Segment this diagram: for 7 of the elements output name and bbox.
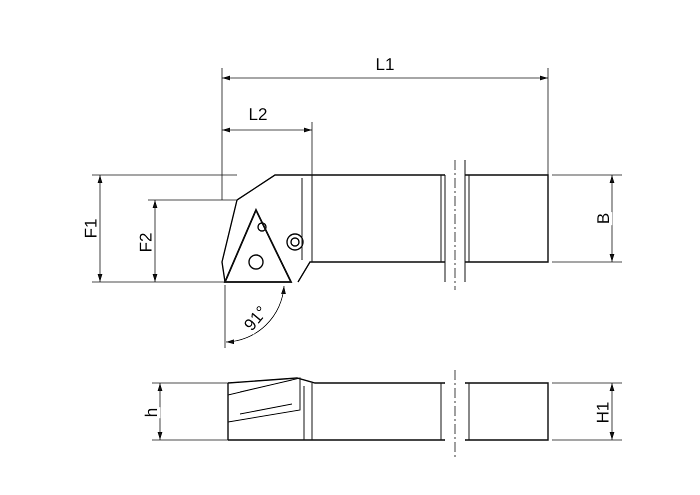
dimension-label: h xyxy=(142,406,160,418)
dimension-label: F1 xyxy=(82,217,100,239)
dimension-label: B xyxy=(594,211,612,225)
dimension-label: H1 xyxy=(594,400,612,424)
dimension-label: F2 xyxy=(137,231,154,253)
dimension-label: L1 xyxy=(374,56,396,72)
dimension-label: L2 xyxy=(248,106,268,122)
